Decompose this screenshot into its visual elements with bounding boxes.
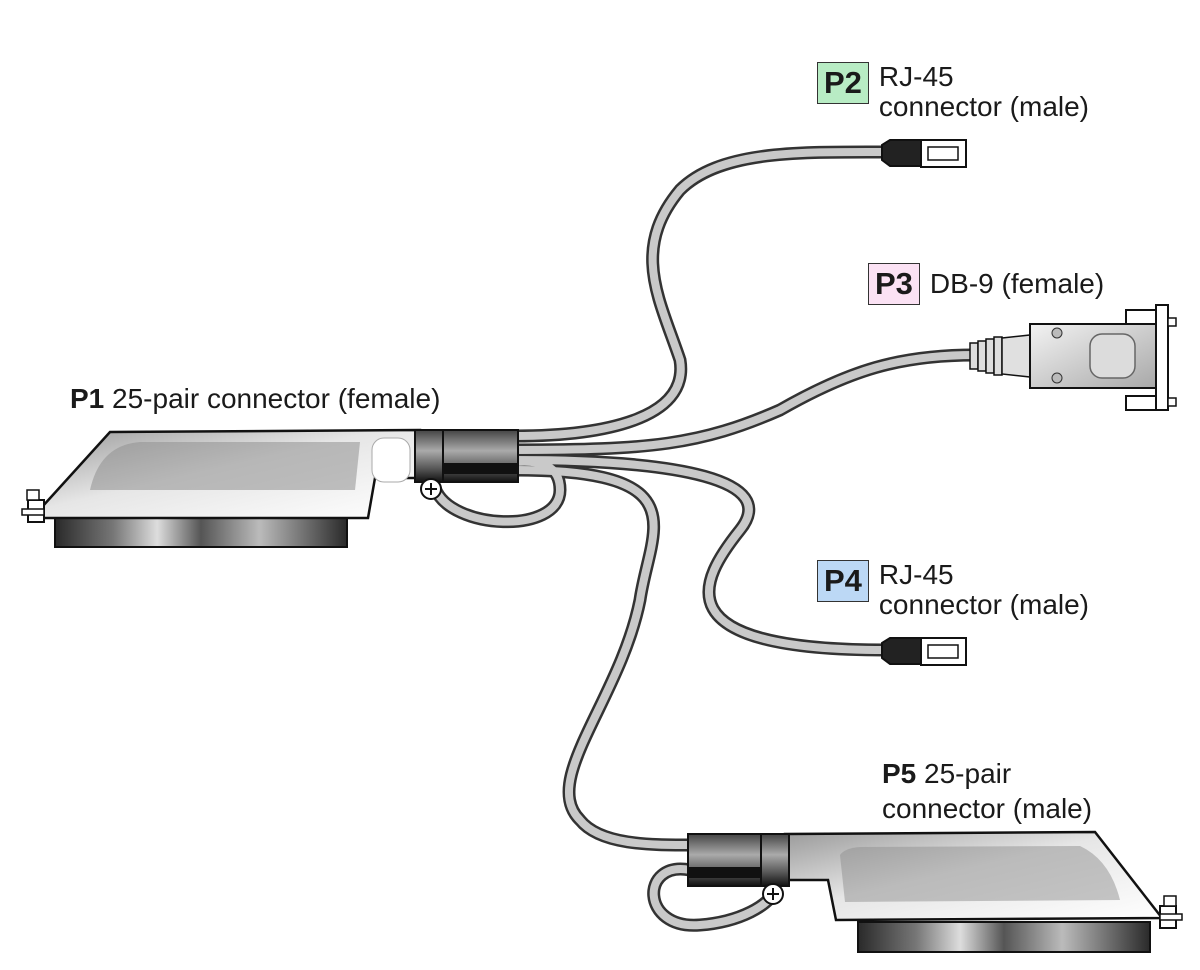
p3-label: P3 DB-9 (female): [868, 263, 1104, 305]
p4-tag: P4: [817, 560, 869, 602]
p3-db9-shape: [969, 304, 1177, 411]
p1-id: P1: [70, 383, 105, 414]
p5-line1: 25-pair: [924, 758, 1012, 789]
p5-line2: connector (male): [882, 793, 1093, 824]
cable-to-p2: [508, 145, 892, 443]
p3-tag: P3: [868, 263, 920, 305]
p1-connector-shape: [21, 428, 519, 548]
p4-line2: connector (male): [878, 589, 1090, 620]
p2-rj45-shape: [881, 139, 967, 168]
p1-desc: 25-pair connector (female): [112, 383, 441, 414]
p4-line1: RJ-45: [878, 559, 954, 590]
p5-label: P5 25-pair connector (male): [882, 756, 1092, 826]
cable-to-p5: [508, 463, 697, 852]
cables: [428, 145, 982, 932]
p3-desc: DB-9 (female): [929, 268, 1105, 299]
p2-line2: connector (male): [878, 91, 1090, 122]
p5-id: P5: [882, 758, 917, 789]
p1-label: P1 25-pair connector (female): [70, 384, 440, 414]
p5-connector-shape: [687, 830, 1183, 953]
p2-tag: P2: [817, 62, 869, 104]
p4-rj45-shape: [881, 637, 967, 666]
p2-line1: RJ-45: [878, 61, 954, 92]
cable-to-p4: [508, 453, 892, 657]
